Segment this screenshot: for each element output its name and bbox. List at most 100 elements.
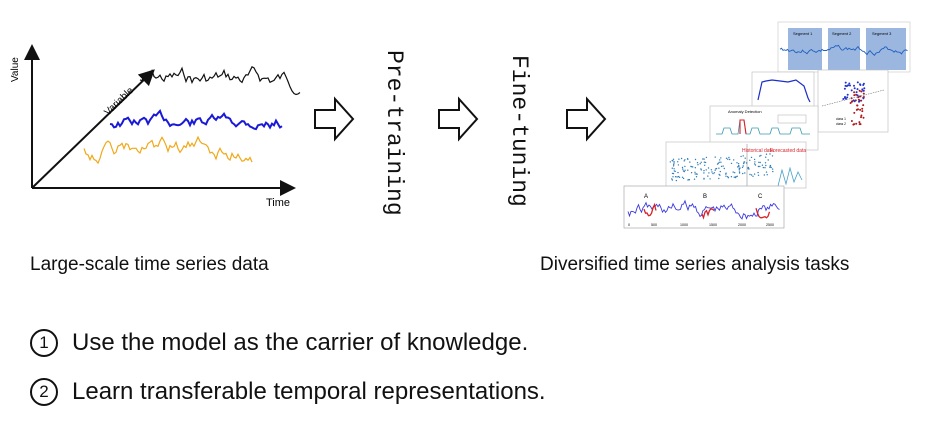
x-tick: 1000: [680, 223, 688, 227]
forecast-point: [757, 165, 760, 168]
cluster-point: [858, 121, 861, 124]
forecast-point: [718, 177, 720, 180]
bullet-text: Use the model as the carrier of knowledg…: [72, 329, 529, 356]
cluster-point: [849, 102, 852, 104]
forecast-point: [719, 174, 721, 176]
forecast-point: [682, 168, 684, 170]
forecast-point: [682, 177, 685, 180]
cluster-point: [846, 93, 849, 96]
forecast-point: [759, 165, 761, 168]
forecast-point: [750, 174, 753, 176]
forecast-point: [738, 165, 740, 167]
forecast-point: [672, 176, 674, 178]
clustering-panel: class 1 class 2: [817, 69, 889, 133]
forecast-point: [758, 161, 760, 163]
forecast-point: [714, 156, 716, 158]
forecast-point: [705, 156, 708, 159]
cluster-point: [860, 90, 863, 93]
cluster-point: [844, 96, 846, 99]
cluster-point: [860, 114, 863, 117]
forecast-point: [710, 169, 713, 171]
forecast-point: [713, 172, 716, 174]
cluster-point: [853, 100, 856, 103]
cluster-point: [862, 89, 865, 92]
forecast-point: [744, 157, 746, 159]
cluster-point: [848, 82, 851, 85]
forecast-point: [671, 159, 673, 162]
forecast-point: [683, 160, 685, 162]
forecast-point: [723, 167, 725, 170]
forecast-point: [771, 168, 774, 170]
cluster-point: [853, 123, 856, 126]
forecast-point: [761, 164, 764, 166]
forecast-point: [707, 175, 709, 177]
forecast-point: [749, 159, 751, 161]
bullet-number: 2: [30, 378, 58, 406]
cluster-point: [849, 84, 851, 87]
forecast-point: [711, 171, 713, 173]
cluster-point: [843, 87, 846, 90]
variable-axis-label: Variable: [102, 85, 136, 118]
forecast-point: [674, 170, 676, 173]
forecast-point: [694, 167, 696, 169]
forecast-point: [763, 174, 765, 176]
cluster-point: [859, 108, 862, 111]
forecast-point: [703, 172, 705, 174]
segment-label: Segment 3: [872, 31, 892, 36]
forecast-point: [671, 167, 673, 169]
forecast-point: [720, 157, 722, 159]
y-axis-label: Value: [10, 57, 21, 82]
forecast-point: [736, 162, 738, 164]
forecast-point: [677, 175, 680, 178]
bullet-item-1: 1 Use the model as the carrier of knowle…: [30, 329, 528, 357]
forecast-point: [765, 171, 768, 173]
forecast-point: [675, 179, 678, 182]
series-line-black: [139, 65, 301, 96]
forecast-point: [743, 162, 745, 165]
cluster-point: [863, 87, 866, 90]
forecast-point: [700, 168, 702, 170]
cluster-point: [862, 82, 865, 85]
cluster-point: [853, 87, 856, 90]
forecast-point: [754, 161, 756, 163]
forecast-point: [743, 161, 746, 163]
right-caption: Diversified time series analysis tasks: [540, 254, 850, 275]
forecast-point: [674, 176, 677, 178]
forecast-point: [677, 161, 679, 163]
x-tick: 2000: [738, 223, 746, 227]
forecast-point: [702, 158, 704, 160]
forecast-point: [738, 169, 740, 171]
forecast-point: [752, 175, 754, 177]
forecast-point: [703, 178, 705, 180]
forecast-point: [770, 166, 772, 169]
forecast-point: [767, 159, 769, 161]
cluster-point: [859, 123, 862, 126]
forecast-point: [764, 167, 766, 169]
time-series-illustration: Value Time Variable: [10, 44, 301, 209]
forecast-point: [766, 174, 768, 176]
forecast-point: [684, 169, 686, 171]
x-tick: 0: [628, 223, 630, 227]
forecast-point: [681, 166, 684, 169]
forecast-point: [720, 161, 722, 163]
forecast-point: [769, 153, 771, 155]
forecast-point: [727, 158, 729, 160]
forecast-point: [759, 161, 761, 164]
forecast-point: [705, 169, 707, 171]
forecast-point: [688, 178, 690, 181]
cluster-point: [846, 96, 849, 99]
forecast-point: [753, 163, 756, 165]
signal-anomaly-panel: A B C 0 500 1000 1500 2000 2500: [623, 185, 785, 229]
cluster-point: [842, 98, 845, 100]
variable-axis: [31, 69, 155, 189]
forecast-point: [738, 171, 741, 173]
forecast-point: [753, 158, 756, 161]
forecast-point: [671, 178, 673, 180]
forecast-point: [764, 162, 767, 164]
forecast-point: [765, 164, 767, 167]
bullet-text: Learn transferable temporal representati…: [72, 378, 546, 405]
forecast-point: [725, 175, 727, 177]
forecast-point: [707, 167, 710, 169]
forecast-point: [672, 158, 675, 160]
cluster-legend: class 1: [836, 117, 846, 121]
